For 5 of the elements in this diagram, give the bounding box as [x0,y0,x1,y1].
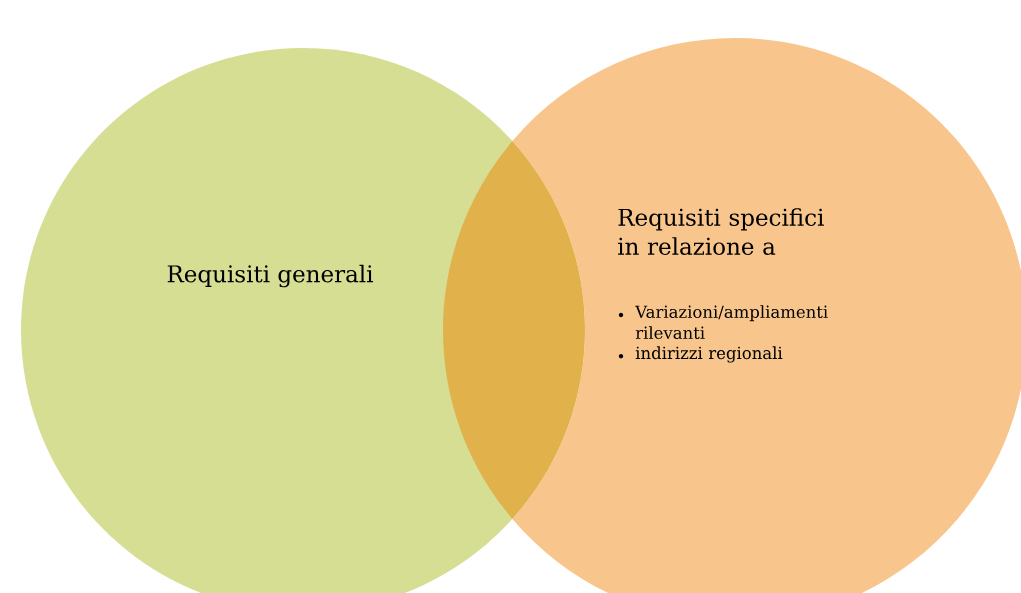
bullet [618,353,624,359]
bullet-text: indirizzi regionali [635,346,783,363]
bullet [618,312,624,318]
heading: Requisiti specifici in relazione a [618,208,824,255]
circle-label: Requisiti generali [167,264,373,288]
